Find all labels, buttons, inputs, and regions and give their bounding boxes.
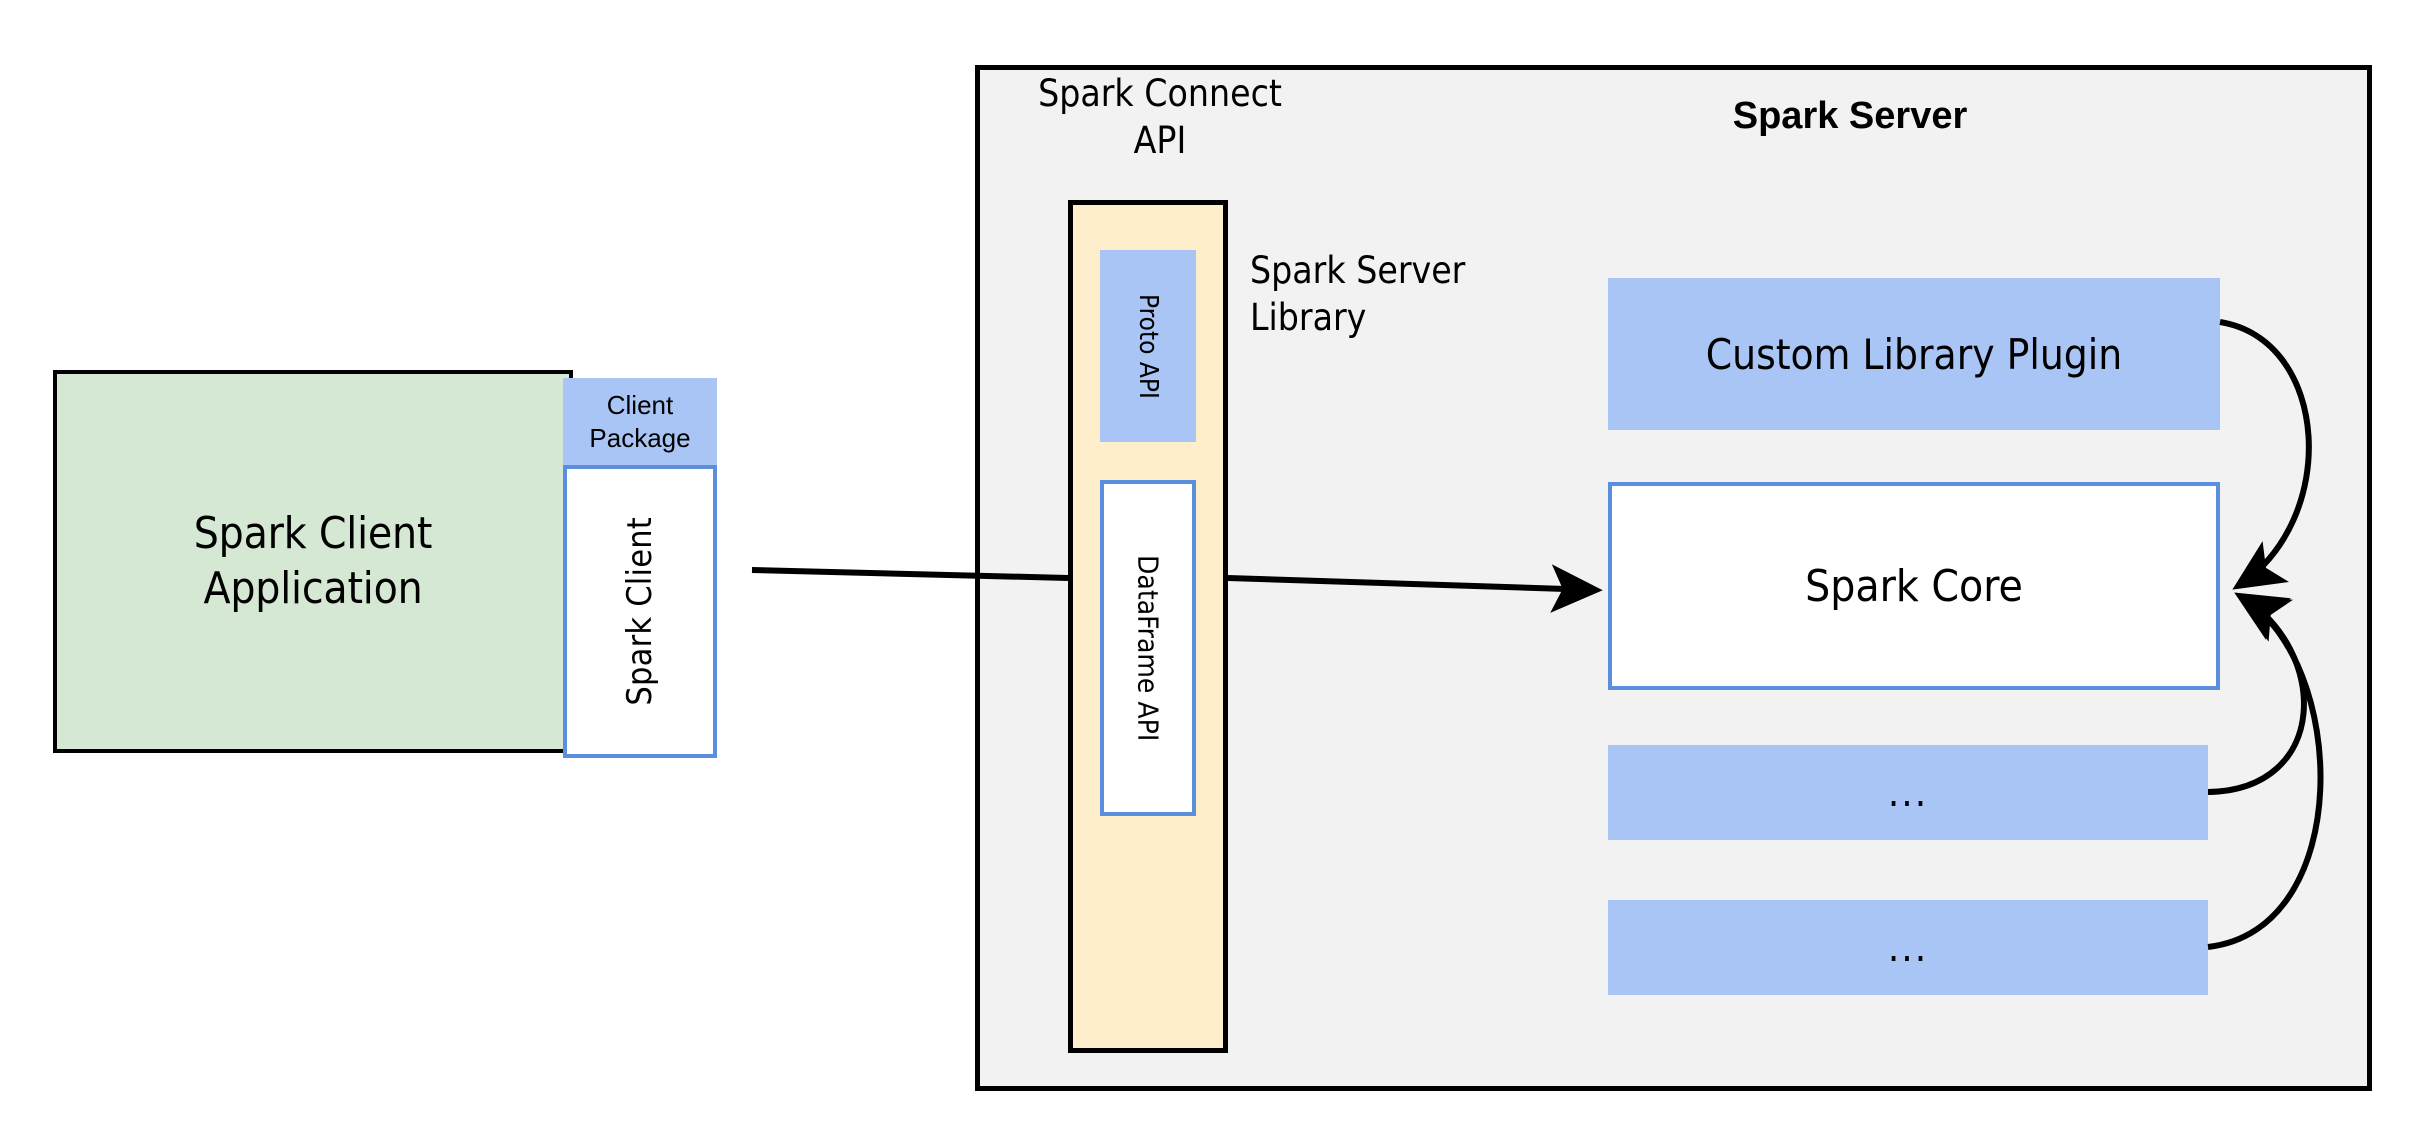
ellipsis-label-1: ...: [1887, 769, 1929, 816]
ellipsis-label-2: ...: [1887, 924, 1929, 971]
custom-library-plugin-label: Custom Library Plugin: [1705, 329, 2123, 379]
client-package-box[interactable]: Client Package: [563, 378, 717, 465]
proto-api-box[interactable]: Proto API: [1100, 250, 1196, 442]
custom-library-plugin-box[interactable]: Custom Library Plugin: [1608, 278, 2220, 430]
spark-connect-api-label: Spark Connect API: [1038, 72, 1282, 163]
spark-client-box[interactable]: Spark Client: [563, 465, 717, 758]
spark-client-application-label: Spark Client Application: [193, 507, 433, 614]
spark-server-library-label: Spark Server Library: [1250, 249, 1466, 340]
client-package-label: Client Package: [589, 390, 691, 453]
proto-api-label: Proto API: [1133, 293, 1163, 399]
dataframe-api-box[interactable]: DataFrame API: [1100, 480, 1196, 816]
ellipsis-box-2[interactable]: ...: [1608, 900, 2208, 995]
spark-core-label: Spark Core: [1805, 560, 2023, 612]
spark-client-label: Spark Client: [620, 517, 660, 706]
dataframe-api-label: DataFrame API: [1131, 554, 1165, 742]
spark-core-box[interactable]: Spark Core: [1608, 482, 2220, 690]
spark-client-application-box[interactable]: Spark Client Application: [53, 370, 573, 753]
spark-server-title: Spark Server: [1732, 95, 1968, 137]
ellipsis-box-1[interactable]: ...: [1608, 745, 2208, 840]
